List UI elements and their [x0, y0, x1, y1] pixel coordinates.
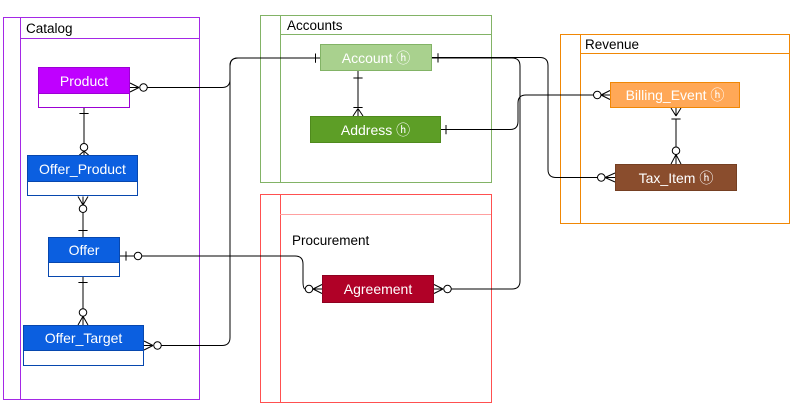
entity-agreement-header[interactable]: Agreement [322, 275, 434, 303]
entity-offer-product-attribute-row [27, 182, 138, 196]
group-revenue-label: Revenue [585, 37, 640, 52]
entity-offer-target-header[interactable]: Offer_Target [23, 325, 144, 351]
entity-offer-product[interactable]: Offer_Product [27, 155, 138, 196]
entity-offer-target-attribute-row [23, 351, 144, 366]
entity-offer-header[interactable]: Offer [48, 237, 120, 263]
entity-offer-attribute-row [48, 263, 120, 277]
entity-tax-item[interactable]: Tax_Item ⓗ [615, 164, 737, 191]
entity-product-attribute-row [38, 94, 130, 108]
accounts-header-separator [280, 34, 491, 35]
entity-offer-target[interactable]: Offer_Target [23, 325, 144, 366]
entity-billing-event-header[interactable]: Billing_Event ⓗ [610, 82, 740, 108]
group-catalog-label: Catalog [26, 21, 73, 36]
revenue-title-lane-divider [580, 35, 581, 223]
entity-tax-item-header[interactable]: Tax_Item ⓗ [615, 164, 737, 191]
entity-billing-event[interactable]: Billing_Event ⓗ [610, 82, 740, 108]
catalog-header-separator [20, 38, 199, 39]
entity-product-header[interactable]: Product [38, 67, 130, 94]
entity-account-header[interactable]: Account ⓗ [320, 44, 432, 71]
group-accounts[interactable]: Accounts [260, 15, 492, 183]
entity-product[interactable]: Product [38, 67, 130, 108]
procurement-header-separator [280, 214, 491, 215]
entity-offer-product-header[interactable]: Offer_Product [27, 155, 138, 182]
group-procurement-label: Procurement [292, 233, 370, 248]
revenue-header-separator [580, 53, 789, 54]
accounts-title-lane-divider [280, 16, 281, 182]
catalog-title-lane-divider [20, 18, 21, 399]
group-revenue[interactable]: Revenue [560, 34, 790, 224]
entity-offer[interactable]: Offer [48, 237, 120, 277]
entity-account[interactable]: Account ⓗ [320, 44, 432, 71]
entity-address-header[interactable]: Address ⓗ [310, 116, 441, 143]
group-accounts-label: Accounts [287, 18, 343, 33]
procurement-title-lane-divider [280, 195, 281, 402]
entity-address[interactable]: Address ⓗ [310, 116, 441, 143]
entity-agreement[interactable]: Agreement [322, 275, 434, 303]
